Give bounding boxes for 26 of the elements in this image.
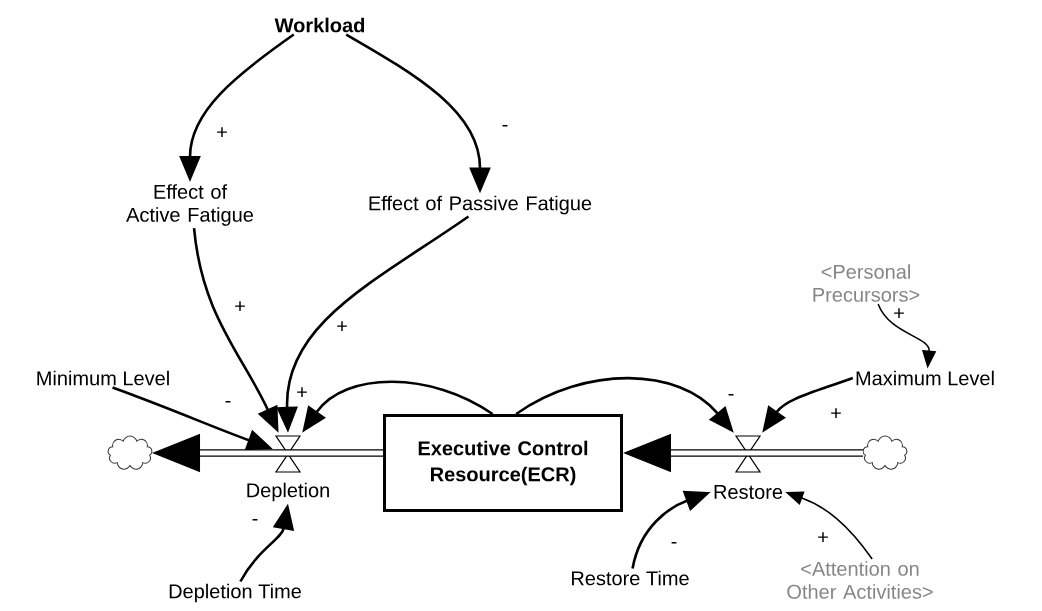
stock-box: Executive Control Resource(ECR)	[383, 414, 623, 512]
cloud	[107, 435, 153, 470]
variable-label: Minimum Level	[37, 370, 169, 386]
flow-label: Depletion	[247, 482, 329, 502]
polarity-sign: -	[671, 541, 677, 544]
polarity-sign: +	[235, 301, 245, 311]
flow-label: Restore	[714, 485, 783, 499]
variable-label: Effect of Active Fatigue	[126, 184, 253, 226]
polarity-sign: -	[225, 400, 231, 403]
polarity-sign: -	[502, 124, 508, 127]
variable-label: Depletion Time	[169, 583, 301, 603]
variable-label: Restore Time	[572, 570, 689, 586]
variable-label: Maximum Level	[856, 370, 994, 386]
cloud	[862, 435, 908, 470]
shadow-variable-label: <Personal Precursors>	[813, 264, 920, 302]
polarity-sign: +	[818, 532, 828, 542]
shadow-variable-label: <Attention on Other Activities>	[787, 561, 933, 599]
variable-label: Workload	[274, 17, 365, 33]
polarity-sign: +	[337, 321, 347, 331]
polarity-sign: +	[217, 127, 227, 137]
polarity-sign: +	[894, 308, 904, 318]
polarity-sign: -	[252, 518, 258, 521]
variable-label: Effect of Passive Fatigue	[369, 195, 592, 215]
polarity-sign: +	[831, 408, 841, 418]
polarity-sign: +	[297, 387, 307, 397]
polarity-sign: -	[728, 393, 734, 396]
